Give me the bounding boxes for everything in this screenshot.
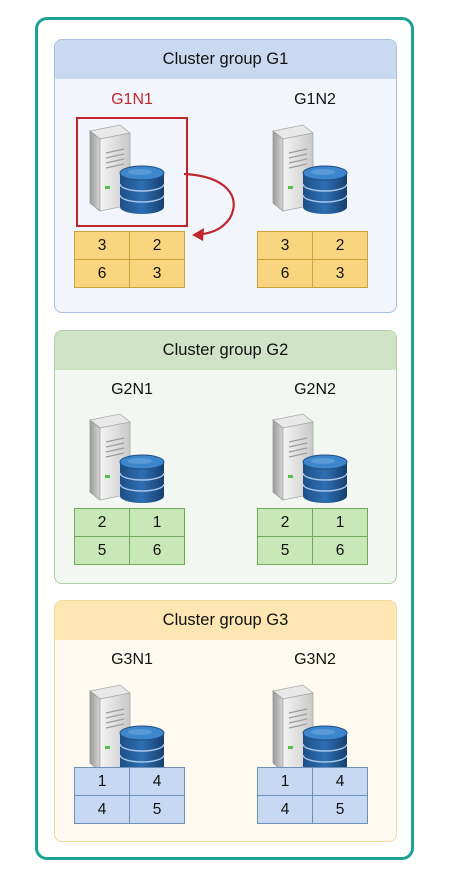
partition-cell: 6 xyxy=(129,536,185,565)
partition-cell: 6 xyxy=(312,536,368,565)
node-label-g3n2: G3N2 xyxy=(294,651,336,668)
server-database-icon xyxy=(76,683,176,782)
group-header: Cluster group G3 xyxy=(55,601,396,640)
partition-cell: 5 xyxy=(74,536,130,565)
arrow-icon xyxy=(183,172,235,241)
server-database-icon xyxy=(76,123,176,222)
partition-cell: 4 xyxy=(312,767,368,796)
partition-cell: 5 xyxy=(129,795,185,824)
selected-node-highlight xyxy=(76,117,188,227)
database-icon xyxy=(302,725,348,774)
database-icon xyxy=(302,165,348,214)
partition-cell: 2 xyxy=(257,508,313,537)
partition-cell: 2 xyxy=(129,231,185,260)
partition-cell: 3 xyxy=(129,259,185,288)
partition-cell: 2 xyxy=(312,231,368,260)
partition-cell: 5 xyxy=(312,795,368,824)
partition-cell: 4 xyxy=(257,795,313,824)
database-icon xyxy=(119,725,165,774)
partition-cell: 2 xyxy=(74,508,130,537)
database-icon xyxy=(119,454,165,503)
node-label-g3n1: G3N1 xyxy=(111,651,153,668)
server-database-icon xyxy=(259,123,359,222)
partition-cell: 1 xyxy=(74,767,130,796)
server-database-icon xyxy=(259,412,359,511)
group-header: Cluster group G1 xyxy=(55,40,396,79)
group-header: Cluster group G2 xyxy=(55,331,396,370)
partition-cell: 4 xyxy=(74,795,130,824)
partition-cell: 5 xyxy=(257,536,313,565)
partition-cell: 3 xyxy=(312,259,368,288)
partition-cell: 4 xyxy=(129,767,185,796)
node-label-g2n2: G2N2 xyxy=(294,381,336,398)
node-label-g1n1: G1N1 xyxy=(111,91,153,108)
partition-cell: 6 xyxy=(74,259,130,288)
partition-cell: 6 xyxy=(257,259,313,288)
partition-cell: 3 xyxy=(257,231,313,260)
partition-cell: 1 xyxy=(312,508,368,537)
node-label-g1n2: G1N2 xyxy=(294,91,336,108)
partition-cell: 1 xyxy=(129,508,185,537)
database-icon xyxy=(302,454,348,503)
partition-cell: 3 xyxy=(74,231,130,260)
partition-cell: 1 xyxy=(257,767,313,796)
node-label-g2n1: G2N1 xyxy=(111,381,153,398)
database-icon xyxy=(119,165,165,214)
server-database-icon xyxy=(76,412,176,511)
